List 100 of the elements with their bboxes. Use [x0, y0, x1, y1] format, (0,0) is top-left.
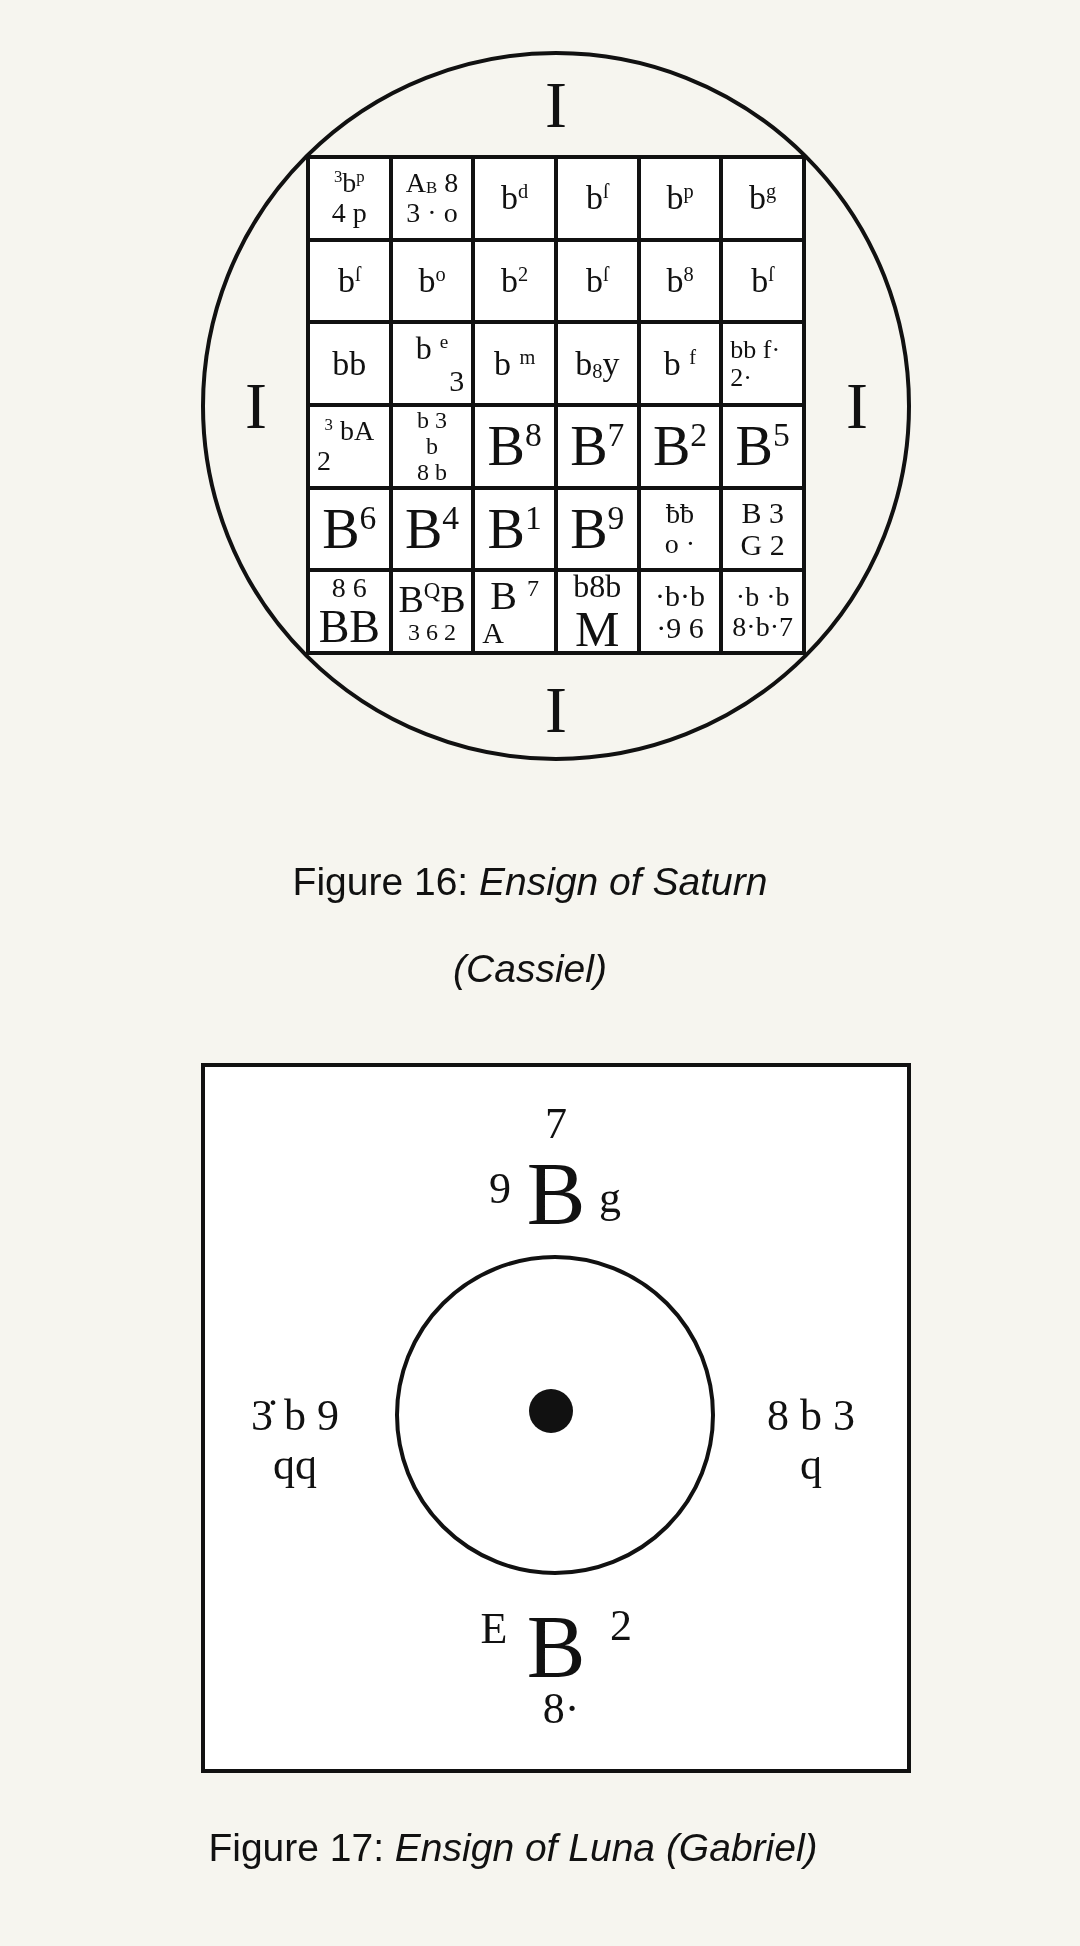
- sigil-glyph: B: [526, 1150, 586, 1238]
- grid-cell: [723, 572, 806, 655]
- sigil-glyph: 7: [545, 1102, 567, 1146]
- sigil-glyph: M: [575, 603, 620, 654]
- grid-cell: [558, 572, 641, 655]
- sigil-glyph: b: [426, 434, 438, 459]
- inner-circle: [395, 1255, 715, 1575]
- sigil-glyph: 3 · o: [406, 199, 458, 228]
- sigil-glyph: B$^{1}$: [487, 501, 542, 557]
- grid-cell: [475, 324, 558, 407]
- sigil-glyph: B 3: [741, 498, 784, 528]
- grid-cell: [306, 572, 393, 655]
- sigil-glyph: b$^{8}$: [666, 264, 694, 298]
- grid-cell: [640, 155, 724, 242]
- sigil-glyph: b$^{2}$: [501, 264, 529, 298]
- grid-cell: [392, 572, 476, 655]
- sigil-glyph: B$^{2}$: [652, 418, 708, 475]
- grid-cell: [558, 241, 641, 325]
- grid-cell: [392, 407, 476, 490]
- sigil-glyph: 4 p: [331, 199, 367, 228]
- figure-caption: Figure 17: Ensign of Luna (Gabriel): [207, 1825, 819, 1871]
- sigil-glyph: b$^{d}$: [501, 181, 529, 216]
- sigil-glyph: G 2: [740, 530, 785, 560]
- grid-cell: [558, 155, 641, 242]
- grid-cell: [306, 155, 393, 242]
- sigil-glyph: ƀƀ: [666, 500, 694, 528]
- grid-cell: [475, 572, 558, 655]
- sigil-glyph: qq: [273, 1443, 317, 1487]
- sigil-glyph: ·9 6: [656, 612, 704, 643]
- sigil-glyph: B$^{8}$: [487, 418, 542, 475]
- sigil-glyph: b$^{ſ}$: [751, 264, 774, 298]
- grid-cell: [723, 489, 806, 573]
- sigil-glyph: B$^{9}$: [570, 501, 625, 557]
- grid-cell: [392, 241, 476, 325]
- sigil-glyph: b$^{o}$: [418, 264, 446, 298]
- sigil-glyph: bb f·: [730, 336, 781, 363]
- sigil-glyph: B$^{6}$: [322, 501, 377, 557]
- ensign-circle: [201, 51, 911, 761]
- sigil-glyph: b $^{f}$: [663, 346, 697, 381]
- sigil-glyph: b$^{ſ}$: [338, 264, 361, 298]
- grid-cell: [306, 407, 393, 490]
- sigil-glyph: A$_{B}$ 8: [405, 169, 459, 198]
- sigil-glyph: b 3: [417, 408, 447, 433]
- grid-cell: [475, 241, 558, 325]
- grid-cell: [723, 241, 806, 325]
- sigil-glyph: bb: [332, 346, 367, 381]
- sigil-glyph: ·b ·b: [735, 582, 790, 611]
- sigil-glyph: BB: [318, 603, 380, 650]
- grid-cell: [392, 324, 476, 407]
- grid-cell: [640, 407, 724, 490]
- grid-cell: [723, 155, 806, 242]
- sigil-glyph: B$^{5}$: [735, 418, 790, 475]
- seal-letter: I: [545, 677, 567, 743]
- ensign-square: [201, 1063, 911, 1773]
- sigil-glyph: b$^{p}$: [666, 181, 694, 216]
- sigil-glyph: B$^{7}$: [570, 418, 625, 475]
- grid-cell: [306, 489, 393, 573]
- sigil-glyph: 8·b·7: [732, 612, 793, 641]
- sigil-glyph: b8b: [573, 569, 622, 602]
- sigil-glyph: B $^{7}$: [490, 575, 539, 616]
- seal-letter: I: [846, 373, 868, 439]
- sigil-glyph: 3̇ b 9: [251, 1394, 339, 1438]
- figure-caption: Figure 16: Ensign of Saturn (Cassiel): [291, 859, 769, 992]
- sigil-glyph: 9: [489, 1167, 511, 1211]
- grid-cell: [558, 489, 641, 573]
- sigil-glyph: b$^{g}$: [749, 181, 777, 216]
- sigil-glyph: 2: [317, 447, 331, 476]
- sigil-glyph: A: [482, 617, 504, 648]
- sigil-glyph: q: [800, 1443, 822, 1487]
- center-dot: [529, 1389, 573, 1433]
- sigil-glyph: B$^{4}$: [404, 501, 460, 557]
- sigil-glyph: b $^{m}$: [493, 346, 536, 381]
- sigil-glyph: 8 b: [417, 460, 447, 485]
- sigil-glyph: 3: [449, 365, 465, 396]
- sigil-glyph: 8 b 3: [767, 1394, 855, 1438]
- grid-cell: [640, 241, 724, 325]
- sigil-glyph: 8 6: [331, 573, 367, 602]
- grid-cell: [392, 489, 476, 573]
- grid-cell: [475, 489, 558, 573]
- grid-cell: [306, 324, 393, 407]
- sigil-glyph: 2·: [730, 364, 752, 391]
- grid-cell: [640, 324, 724, 407]
- grid-cell: [558, 324, 641, 407]
- sigil-glyph: b$^{ſ}$: [586, 181, 609, 216]
- grid-cell: [558, 407, 641, 490]
- grid-cell: [306, 241, 393, 325]
- grid-cell: [640, 572, 724, 655]
- grid-cell: [723, 324, 806, 407]
- seal-letter: I: [245, 373, 267, 439]
- sigil-glyph: $^{3}$b$^{p}$: [333, 169, 365, 198]
- sigil-glyph: 2: [610, 1604, 632, 1648]
- grid-cell: [723, 407, 806, 490]
- sigil-glyph: ·b·b: [655, 580, 705, 611]
- grid-cell: [475, 407, 558, 490]
- sigil-glyph: g: [599, 1176, 621, 1220]
- sigil-glyph: E: [480, 1607, 508, 1651]
- sigil-glyph: b$^{ſ}$: [586, 264, 609, 298]
- sigil-glyph: b $^{e}$: [415, 331, 449, 364]
- sigil-glyph: 3 6 2: [408, 619, 456, 644]
- sigil-glyph: B$^{Q}$B: [398, 579, 466, 618]
